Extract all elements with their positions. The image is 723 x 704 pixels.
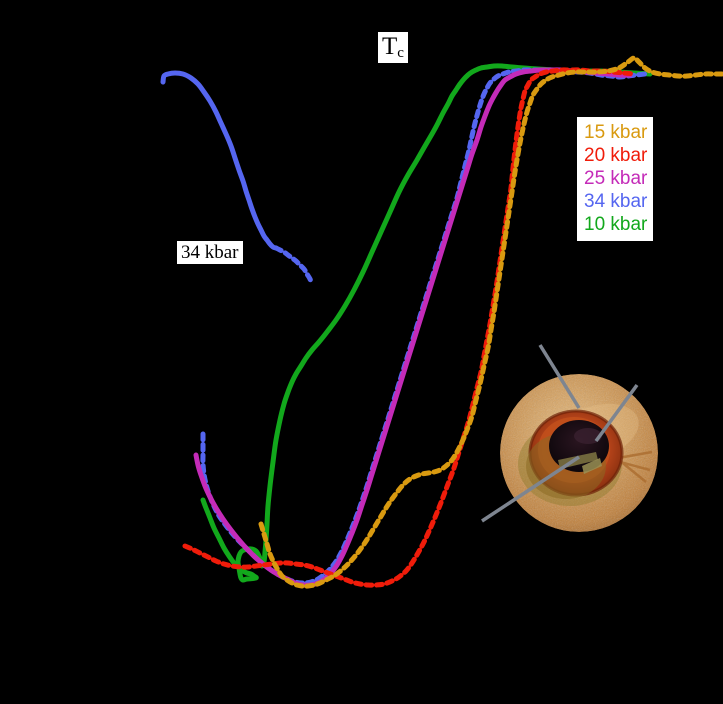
curve-34-kbar-ambient-branch--dashed — [273, 245, 315, 287]
legend-entry-10-kbar: 10 kbar — [584, 214, 648, 235]
curve-annotation-34kbar: 34 kbar — [177, 241, 243, 264]
curve-10-kbar — [200, 63, 653, 583]
curve-15-kbar — [258, 55, 723, 589]
curve-layer — [160, 55, 723, 589]
tc-subscript: c — [397, 45, 404, 61]
sample-dark-spot — [574, 428, 602, 444]
curve-34-kbar-ambient-branch--solid — [160, 70, 279, 251]
tc-annotation: Tc — [378, 32, 408, 63]
legend-entry-15-kbar: 15 kbar — [584, 122, 648, 143]
legend-entry-34-kbar: 34 kbar — [584, 191, 648, 212]
tc-symbol: T — [382, 33, 398, 60]
curve-20-kbar — [182, 67, 638, 588]
legend-entry-25-kbar: 25 kbar — [584, 168, 648, 189]
inset-photograph — [500, 374, 658, 532]
diamond-anvil-cell-image — [500, 374, 658, 532]
legend-entry-20-kbar: 20 kbar — [584, 145, 648, 166]
gasket-scratches — [617, 450, 653, 483]
sample-crystal-secondary — [582, 458, 602, 474]
